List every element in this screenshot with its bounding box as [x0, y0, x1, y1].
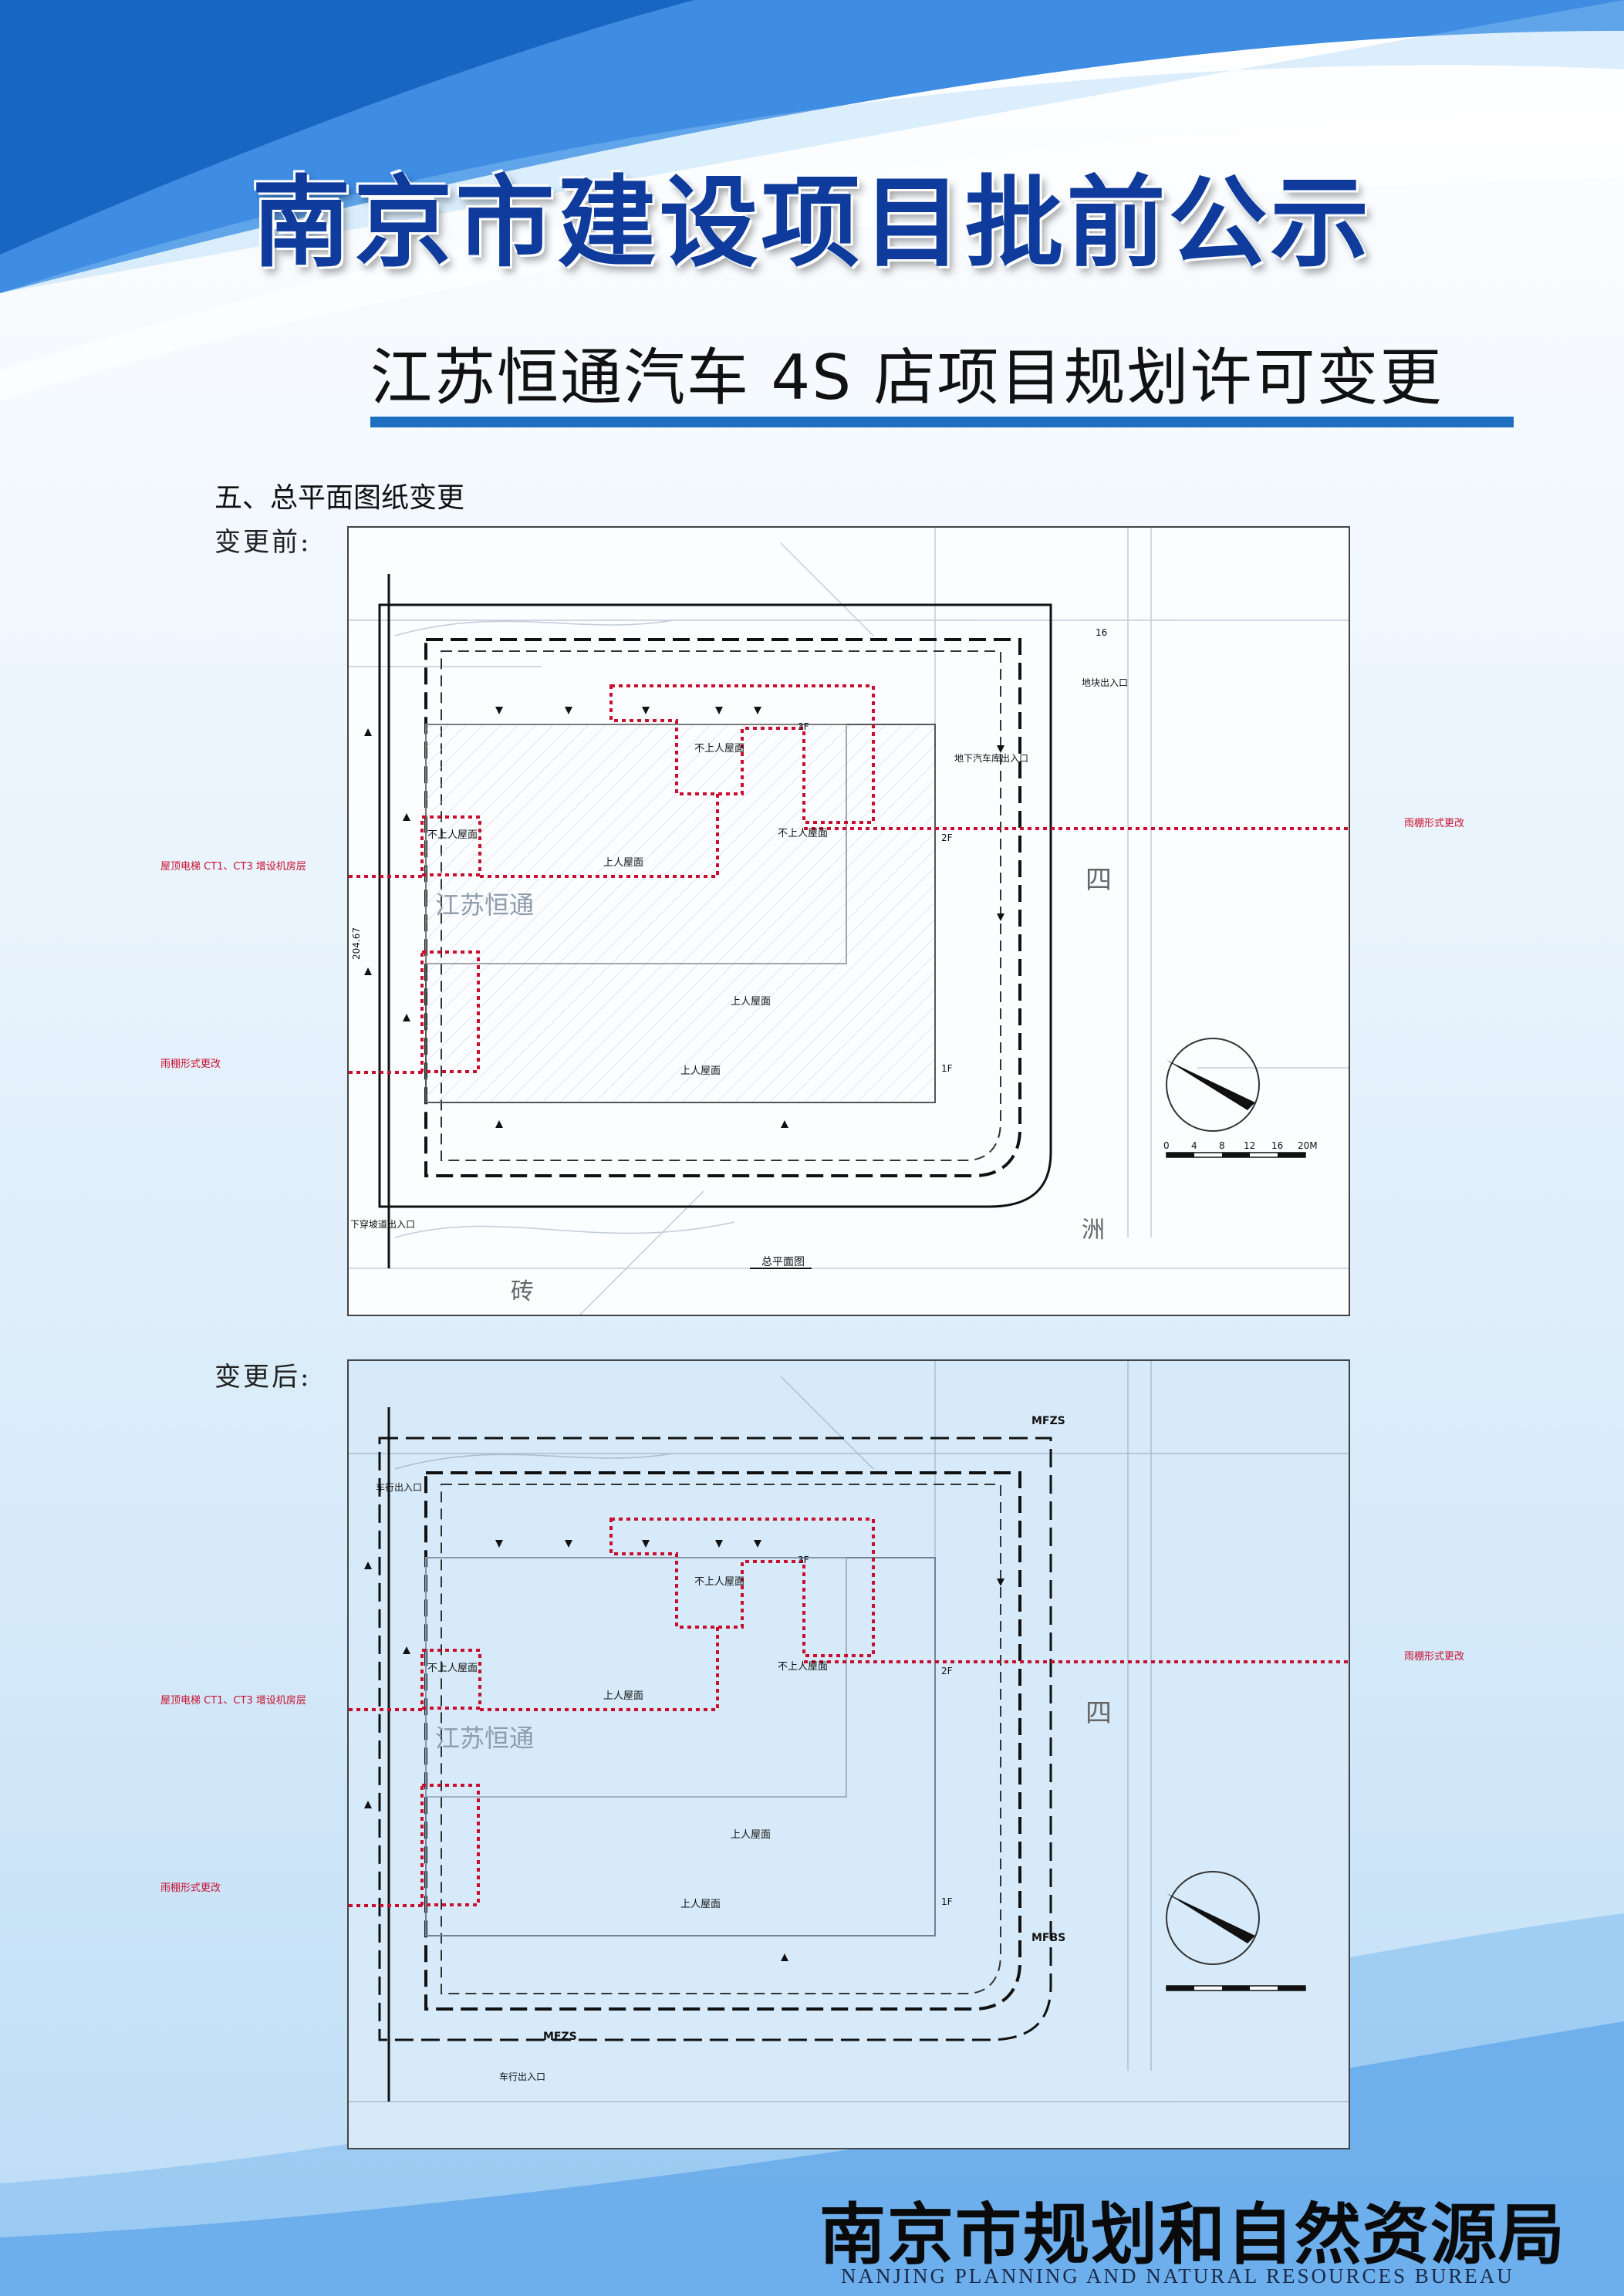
- entrance-label: 车行出入口: [376, 1481, 422, 1493]
- entrance-label: 地块出入口: [1082, 677, 1128, 688]
- callout-left-bottom: 雨棚形式更改: [160, 1059, 221, 1070]
- callout-right: 雨棚形式更改: [1404, 1651, 1465, 1663]
- callout-left-bottom: 雨棚形式更改: [160, 1882, 221, 1894]
- road-name: 洲: [1082, 1217, 1105, 1244]
- mfzs-label: MFBS: [1031, 1932, 1065, 1944]
- roof-label: 上人屋面: [603, 857, 643, 869]
- scale-tick: 8: [1219, 1140, 1225, 1151]
- roof-label: 不上人屋面: [694, 1576, 744, 1588]
- scale-tick: 4: [1191, 1140, 1197, 1151]
- roof-label: 不上人屋面: [778, 1661, 828, 1673]
- scale-tick: 20M: [1298, 1140, 1318, 1151]
- floor-tag: 2F: [941, 832, 953, 843]
- before-label: 变更前:: [214, 527, 312, 558]
- road-name: 四: [1085, 1698, 1112, 1729]
- entrance-label: 地下汽车库出入口: [954, 752, 1028, 764]
- floor-tag: 3F: [798, 721, 809, 732]
- subtitle: 江苏恒通汽车 4S 店项目规划许可变更: [370, 342, 1443, 414]
- drawing-title: 总平面图: [761, 1256, 805, 1268]
- floor-tag: 3F: [798, 1555, 809, 1565]
- footer-org-name-en: NANJING PLANNING AND NATURAL RESOURCES B…: [841, 2264, 1514, 2288]
- floor-tag: 1F: [941, 1063, 953, 1074]
- site-plan-before: 不上人屋面 不上人屋面 不上人屋面 上人屋面 上人屋面 上人屋面 江苏恒通 3F…: [347, 526, 1350, 1316]
- entrance-label: 车行出入口: [499, 2071, 545, 2082]
- main-title: 南京市建设项目批前公示: [252, 165, 1372, 281]
- dim-label: 204.67: [351, 927, 362, 960]
- scale-tick: 16: [1271, 1140, 1283, 1151]
- roof-label: 上人屋面: [603, 1690, 643, 1702]
- building-name: 江苏恒通: [435, 890, 534, 920]
- roof-label: 不上人屋面: [778, 828, 828, 839]
- roof-label: 上人屋面: [680, 1065, 721, 1077]
- road-name: 四: [1085, 865, 1112, 896]
- mfzs-label: MFZS: [543, 2031, 577, 2043]
- callout-left-top: 屋顶电梯 CT1、CT3 增设机房层: [160, 861, 306, 873]
- roof-label: 上人屋面: [680, 1899, 721, 1910]
- roof-label: 上人屋面: [731, 996, 771, 1008]
- scale-tick: 12: [1244, 1140, 1255, 1151]
- entrance-label: 下穿坡道出入口: [350, 1218, 415, 1230]
- after-label: 变更后:: [214, 1362, 312, 1393]
- subtitle-underline: [370, 417, 1514, 427]
- roof-label: 上人屋面: [731, 1829, 771, 1841]
- roof-label: 不上人屋面: [427, 829, 478, 841]
- callout-left-top: 屋顶电梯 CT1、CT3 增设机房层: [160, 1695, 306, 1707]
- roof-label: 不上人屋面: [694, 743, 744, 755]
- site-plan-after: 不上人屋面 不上人屋面 不上人屋面 上人屋面 上人屋面 上人屋面 江苏恒通 3F…: [347, 1359, 1350, 2149]
- mfzs-label: MFZS: [1031, 1415, 1065, 1427]
- floor-tag: 2F: [941, 1666, 953, 1676]
- floor-tag: 1F: [941, 1896, 953, 1907]
- dim-label: 16: [1096, 627, 1107, 638]
- building-name: 江苏恒通: [435, 1724, 534, 1753]
- roof-label: 不上人屋面: [427, 1663, 478, 1674]
- footer-org-name: 南京市规划和自然资源局: [819, 2196, 1566, 2274]
- road-name: 砖: [511, 1278, 534, 1305]
- scale-tick: 0: [1163, 1140, 1170, 1151]
- section-heading: 五、总平面图纸变更: [214, 482, 465, 514]
- callout-right: 雨棚形式更改: [1404, 818, 1465, 829]
